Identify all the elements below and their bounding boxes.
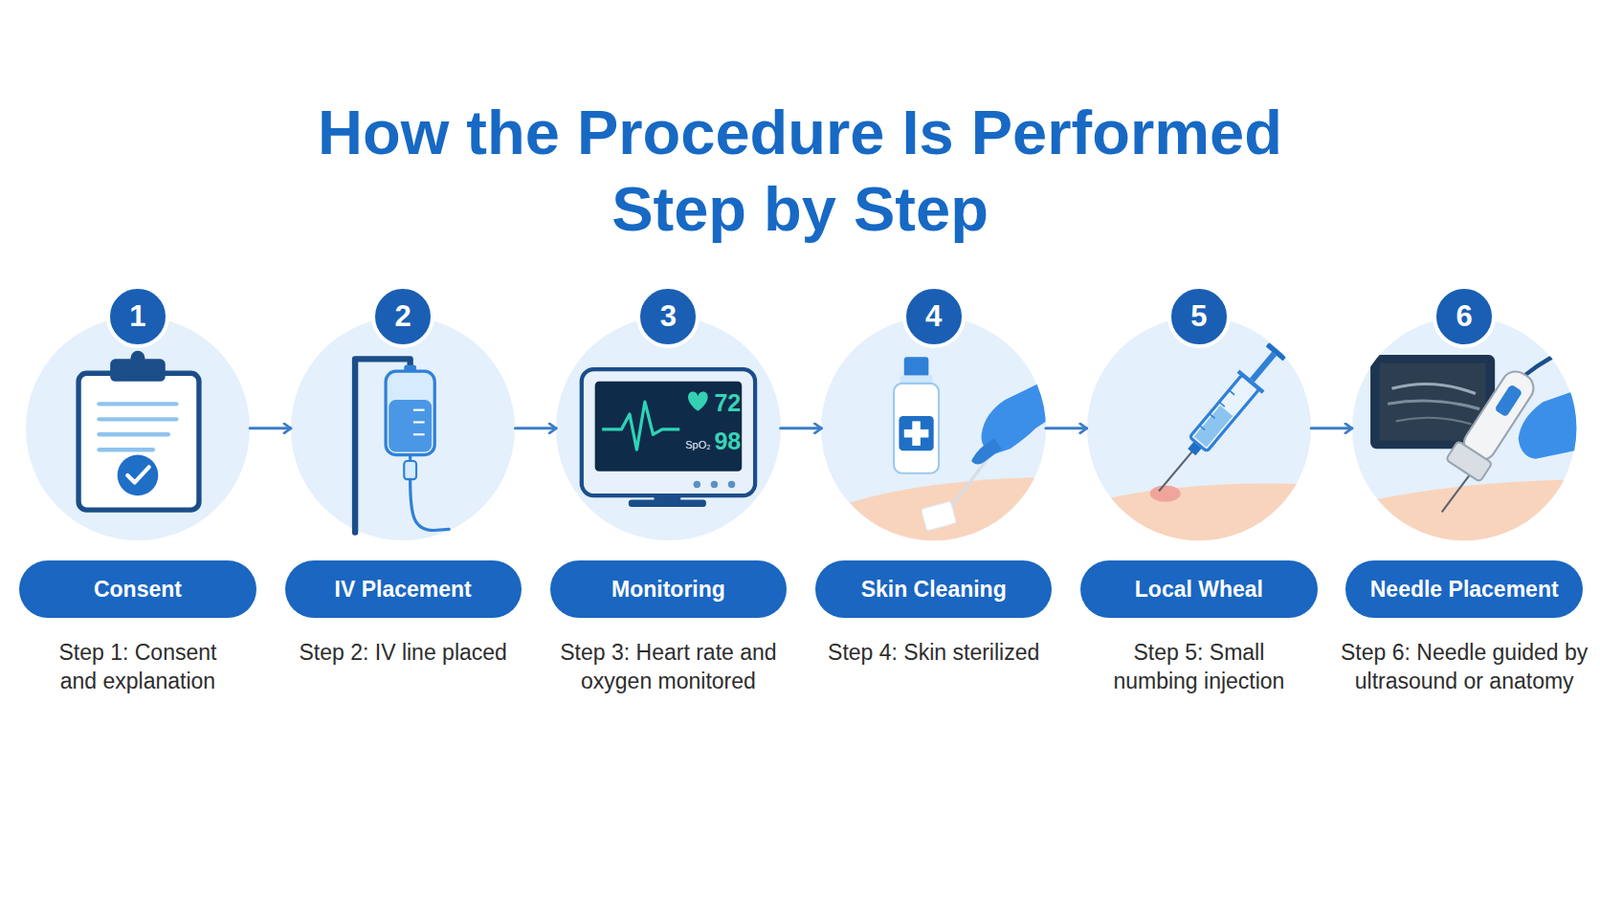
ultrasound-icon bbox=[1352, 316, 1584, 552]
step-pill: Local WhealStep 5: Small numbing injecti… bbox=[1080, 560, 1317, 619]
step-pill: Skin CleaningStep 4: Skin sterilized bbox=[815, 560, 1052, 619]
step-label: Monitoring bbox=[611, 577, 726, 603]
flow-arrow bbox=[514, 426, 556, 430]
step-circle: 1 bbox=[25, 316, 251, 542]
flow-arrow bbox=[1045, 426, 1088, 430]
step-number: 4 bbox=[902, 285, 966, 349]
step-label: Needle Placement bbox=[1370, 577, 1559, 603]
diagram-title: How the Procedure Is Performed Step by S… bbox=[283, 94, 1317, 248]
flow-arrow bbox=[1311, 426, 1353, 430]
step-number: 1 bbox=[106, 285, 170, 349]
step-description: Step 6: Needle guided by ultrasound or a… bbox=[1338, 638, 1590, 696]
step-label: Consent bbox=[93, 577, 182, 603]
step-circle: 3 bbox=[555, 316, 781, 542]
step-description: Step 1: Consent and explanation bbox=[12, 638, 264, 696]
step-circle: 6 bbox=[1352, 316, 1578, 542]
step-label: IV Placement bbox=[334, 577, 472, 603]
step-description: Step 2: IV line placed bbox=[277, 638, 529, 667]
step-number: 5 bbox=[1167, 285, 1231, 349]
step-circle: 5 bbox=[1087, 316, 1312, 542]
step-description: Step 5: Small numbing injection bbox=[1073, 638, 1325, 696]
step-pill: ConsentStep 1: Consent and explanation bbox=[19, 560, 256, 619]
step-circle: 2 bbox=[290, 316, 516, 542]
step-pill: MonitoringStep 3: Heart rate and oxygen … bbox=[550, 560, 787, 619]
step-number: 6 bbox=[1432, 285, 1496, 349]
step-pill: Needle PlacementStep 6: Needle guided by… bbox=[1345, 560, 1582, 619]
step-description: Step 3: Heart rate and oxygen monitored bbox=[542, 638, 794, 696]
flow-arrow bbox=[249, 426, 291, 430]
step-pill: IV PlacementStep 2: IV line placed bbox=[285, 560, 522, 619]
step-circle: 4 bbox=[821, 316, 1046, 542]
step-number: 2 bbox=[371, 285, 435, 349]
step-label: Skin Cleaning bbox=[861, 577, 1007, 603]
step-label: Local Wheal bbox=[1134, 577, 1264, 603]
step-description: Step 4: Skin sterilized bbox=[808, 638, 1060, 667]
step-number: 3 bbox=[636, 285, 700, 349]
flow-arrow bbox=[780, 426, 823, 430]
